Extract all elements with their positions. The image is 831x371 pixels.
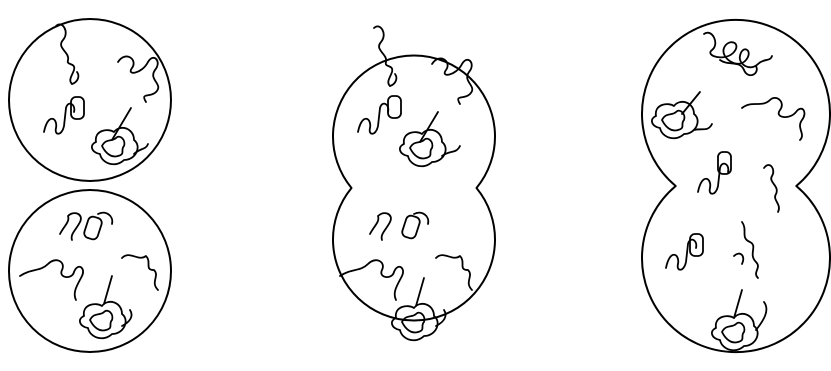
- filament-squiggle: [414, 213, 428, 224]
- nucleus-blob: [80, 302, 126, 338]
- nucleus-blob: [400, 130, 446, 166]
- filament-squiggle: [742, 222, 758, 278]
- filament-squiggle: [122, 255, 158, 290]
- chromosome-loop: [401, 214, 421, 239]
- cell-contents-upper: [358, 26, 472, 166]
- spindle-line: [420, 112, 438, 142]
- spindle-line: [682, 92, 700, 114]
- filament-squiggle: [118, 56, 158, 102]
- chromosome-coil: [698, 164, 728, 194]
- chromosome-loop: [71, 97, 84, 119]
- nucleus-blob: [92, 128, 138, 164]
- spindle-line: [416, 278, 424, 306]
- nucleus-blob: [712, 314, 758, 350]
- nucleus-inner: [662, 111, 684, 131]
- chromosome-coil: [370, 213, 391, 240]
- filament-squiggle: [436, 255, 472, 290]
- spindle-line: [112, 108, 131, 140]
- cell-outline-elongated: [642, 20, 830, 352]
- filament-squiggle: [340, 260, 403, 300]
- nucleus-blob: [652, 102, 698, 138]
- stage-3-elongated-cell: [642, 20, 830, 352]
- filament-squiggle: [56, 24, 74, 84]
- cell-contents-bottom: [20, 213, 158, 339]
- chromosome-loop: [83, 215, 103, 240]
- nucleus-inner: [402, 313, 424, 333]
- chromosome-coil: [358, 104, 388, 134]
- filament-squiggle: [764, 165, 779, 212]
- chromosome-coil: [44, 104, 74, 134]
- filament-squiggle: [734, 254, 743, 264]
- filament-squiggle: [374, 26, 392, 86]
- chromosome-loop: [388, 96, 401, 118]
- cell-contents-top: [44, 24, 158, 164]
- filament-tail: [756, 302, 766, 330]
- filament-squiggle: [742, 98, 804, 140]
- nucleus-blob: [392, 304, 438, 340]
- nucleus-inner: [90, 311, 112, 331]
- cell-outline-figure-eight: [333, 55, 495, 320]
- filament-squiggle: [20, 260, 83, 300]
- cell-outline-top: [9, 19, 171, 181]
- cell-contents-lower: [666, 222, 766, 350]
- stage-2-constricting-cell: [333, 26, 495, 340]
- stage-1-separated-cells: [9, 19, 171, 352]
- filament-tangle: [704, 33, 772, 68]
- chromosome-coil: [60, 213, 81, 240]
- filament-tail: [122, 310, 132, 326]
- filament-tail: [134, 144, 148, 154]
- spindle-line: [104, 276, 112, 304]
- nucleus-inner: [722, 323, 744, 343]
